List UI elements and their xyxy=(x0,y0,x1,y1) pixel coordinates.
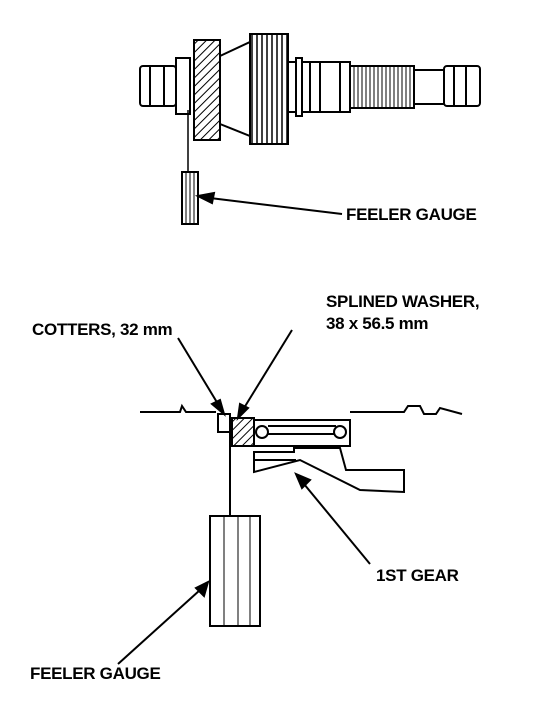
shaft-collar xyxy=(175,57,191,115)
label-feeler-gauge-top: FEELER GAUGE xyxy=(346,205,477,224)
leader-cotters xyxy=(177,337,226,417)
splined-washer xyxy=(231,417,255,447)
leader-first-gear xyxy=(294,472,371,565)
label-cotters: COTTERS, 32 mm xyxy=(32,320,173,339)
helical-gear xyxy=(193,39,221,141)
leader-splined-washer xyxy=(236,329,293,421)
shaft-right-end xyxy=(413,69,445,105)
gear-hub xyxy=(219,40,251,138)
feeler-gauge-bottom xyxy=(209,430,261,627)
label-feeler-gauge-bottom: FEELER GAUGE xyxy=(30,664,161,683)
label-splined-washer-line1: SPLINED WASHER, xyxy=(326,292,480,311)
shaft-bearing-section xyxy=(309,61,351,113)
shaft-left-end xyxy=(139,65,177,107)
large-gear xyxy=(249,33,289,145)
leader-feeler-gauge-top xyxy=(194,191,343,215)
label-first-gear: 1ST GEAR xyxy=(376,566,459,585)
leader-feeler-gauge-bottom xyxy=(117,580,210,665)
feeler-gauge-top xyxy=(181,110,199,225)
shaft-spline xyxy=(349,65,415,109)
cotter xyxy=(217,413,231,433)
mainshaft-assembly xyxy=(139,33,481,145)
first-gear-section xyxy=(253,447,405,494)
label-splined-washer-line2: 38 x 56.5 mm xyxy=(326,314,429,333)
shaft-cross-section xyxy=(140,403,463,494)
